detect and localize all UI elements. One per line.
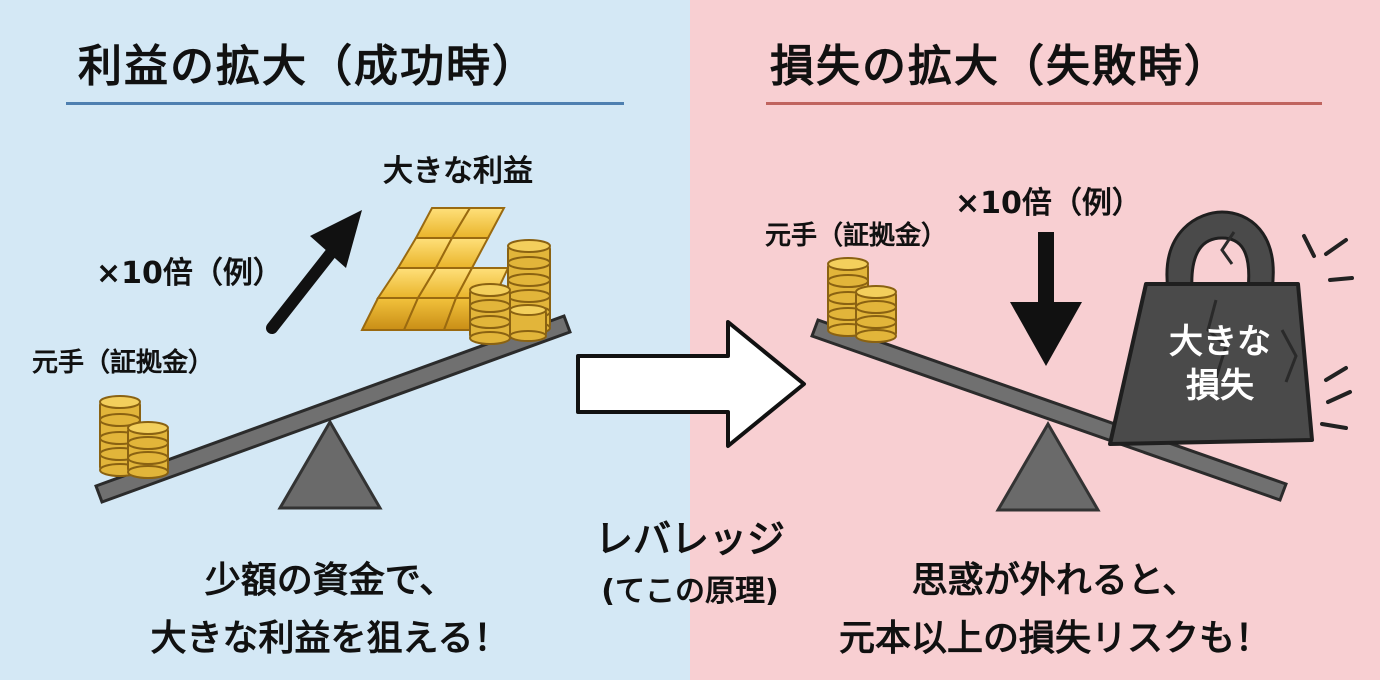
success-caption-line1: 少額の資金で、 [204, 560, 456, 601]
right-multiplier-label: ×10倍（例） [955, 186, 1142, 221]
arrow-right-icon [576, 320, 806, 448]
success-caption: 少額の資金で、 大きな利益を狙える！ [80, 552, 580, 668]
weight-text: 大きな 損失 [1150, 320, 1290, 408]
right-seesaw-icon [810, 318, 1288, 512]
gain-label: 大きな利益 [383, 154, 533, 189]
right-coin-stack-icon [827, 257, 897, 343]
left-seesaw-icon [94, 314, 572, 510]
weight-icon [1108, 210, 1354, 446]
right-margin-label: 元手（証拠金） [765, 221, 948, 251]
success-title: 利益の拡大（成功時） [78, 41, 538, 92]
gain-coin-stack-icon [469, 239, 551, 345]
failure-caption-line2: 元本以上の損失リスクも！ [838, 618, 1271, 659]
failure-title: 損失の拡大（失敗時） [770, 41, 1230, 92]
left-coin-stack-icon [99, 395, 169, 479]
success-panel [0, 0, 690, 680]
left-margin-label: 元手（証拠金） [32, 348, 215, 378]
weight-text-line2: 損失 [1186, 366, 1254, 406]
failure-caption: 思惑が外れると、 元本以上の損失リスクも！ [790, 552, 1320, 668]
arrow-up-right-icon [266, 210, 362, 334]
failure-caption-line1: 思惑が外れると、 [911, 560, 1199, 601]
leverage-label: レバレッジ [594, 517, 785, 561]
failure-title-underline [766, 102, 1322, 105]
weight-text-line1: 大きな [1169, 322, 1271, 362]
success-caption-line2: 大きな利益を狙える！ [150, 618, 510, 659]
leverage-sublabel: (てこの原理) [601, 574, 779, 609]
success-title-underline [66, 102, 624, 105]
arrow-down-icon [1010, 232, 1082, 366]
left-multiplier-label: ×10倍（例） [96, 256, 283, 291]
